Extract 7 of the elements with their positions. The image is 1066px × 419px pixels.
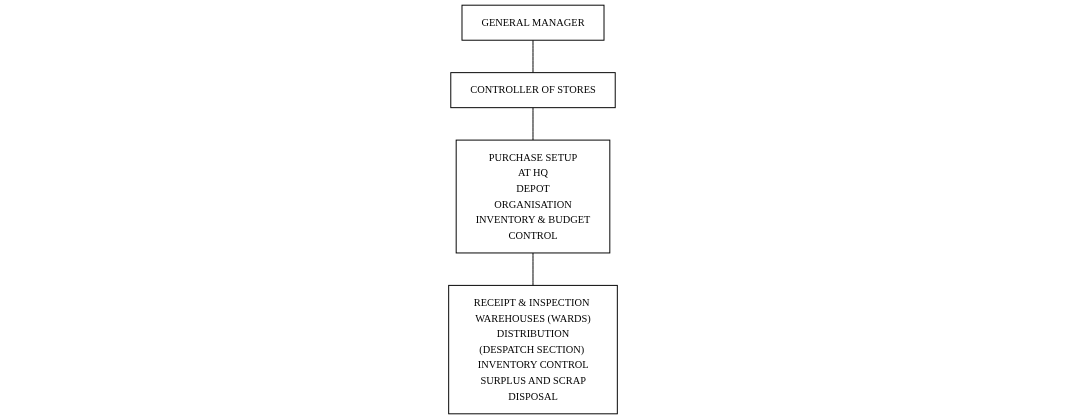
connector [532, 252, 534, 286]
node-box: GENERAL MANAGER [461, 4, 605, 41]
connector [532, 39, 534, 74]
connector [532, 107, 534, 141]
node-box: CONTROLLER OF STORES [450, 72, 616, 109]
node-box: PURCHASE SETUP AT HQ DEPOT ORGANISATION INVENTORY & BUDGET CONTROL [455, 139, 611, 254]
node-box: RECEIPT & INSPECTION WAREHOUSES (WARDS) DISTRIBUTION (DESPATCH SECTION) INVENTORY CONTROL SURPLUS AND SCRAP DISPOSAL [448, 284, 618, 415]
